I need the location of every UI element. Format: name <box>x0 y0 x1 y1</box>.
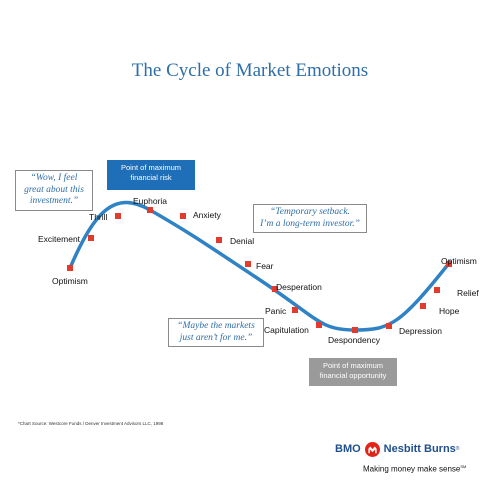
stage-label-euphoria: Euphoria <box>133 196 168 206</box>
stage-marker <box>316 322 322 328</box>
quote-line: “Temporary setback. <box>270 207 350 217</box>
page-title: The Cycle of Market Emotions <box>131 60 369 81</box>
stage-label-panic: Panic <box>265 306 287 316</box>
chart-source-note: *Chart Source: Westcore Funds / Denver I… <box>18 421 164 426</box>
stage-marker <box>147 207 153 213</box>
stage-label-optimism-end: Optimism <box>441 256 477 266</box>
stage-marker <box>88 235 94 241</box>
stage-marker <box>115 213 121 219</box>
stage-marker <box>272 286 278 292</box>
stage-label-capitulation: Capitulation <box>264 325 309 335</box>
brand-registered-mark: ® <box>455 446 460 452</box>
quote-box-wow: “Wow, I feel great about this investment… <box>15 170 93 211</box>
stage-label-thrill: Thrill <box>89 212 108 222</box>
stage-label-despondency: Despondency <box>328 335 380 345</box>
stage-label-fear: Fear <box>256 261 274 271</box>
brand-nesbitt-burns: Nesbitt Burns <box>383 443 456 455</box>
stage-label-optimism-start: Optimism <box>52 276 88 286</box>
quote-box-maybe: “Maybe the markets just aren’t for me.” <box>168 318 264 347</box>
max-risk-callout: Point of maximum financial risk <box>107 160 195 190</box>
stage-marker <box>180 213 186 219</box>
callout-line: Point of maximum <box>322 361 384 370</box>
stage-label-anxiety: Anxiety <box>193 210 221 220</box>
stage-marker <box>67 265 73 271</box>
stage-marker <box>386 323 392 329</box>
quote-line: investment.” <box>29 196 79 206</box>
callout-line: Point of maximum <box>120 163 182 172</box>
stage-marker <box>434 287 440 293</box>
stage-label-desperation: Desperation <box>276 282 322 292</box>
stage-label-denial: Denial <box>230 236 255 246</box>
stage-marker <box>420 303 426 309</box>
callout-line: financial opportunity <box>319 370 387 380</box>
bmo-roundel-icon <box>364 441 380 457</box>
emotion-curve <box>68 200 452 332</box>
callout-line: financial risk <box>130 172 172 182</box>
quote-line: “Maybe the markets <box>177 321 255 331</box>
max-opportunity-callout: Point of maximum financial opportunity <box>309 358 397 386</box>
stage-label-relief: Relief <box>457 288 479 298</box>
stage-marker <box>216 237 222 243</box>
quote-line: “Wow, I feel <box>30 173 78 183</box>
stage-marker <box>446 261 452 267</box>
stage-marker <box>352 327 358 333</box>
quote-box-setback: “Temporary setback. I’m a long-term inve… <box>253 204 367 233</box>
brand-bmo: BMO <box>335 443 361 455</box>
stage-marker <box>292 307 298 313</box>
brand-tagline: Making money make senseSM <box>363 464 466 474</box>
quote-line: just aren’t for me.” <box>179 332 253 343</box>
stage-label-hope: Hope <box>439 306 460 316</box>
stage-label-excitement: Excitement <box>38 234 81 244</box>
quote-line: I’m a long-term investor.” <box>260 218 360 229</box>
stage-label-depression: Depression <box>399 326 442 336</box>
tagline-text: Making money make sense <box>363 464 461 474</box>
quote-line: great about this <box>24 184 84 195</box>
tagline-service-mark: SM <box>460 464 467 469</box>
brand-logo: BMO Nesbitt Burns® <box>335 437 459 461</box>
stage-marker <box>245 261 251 267</box>
